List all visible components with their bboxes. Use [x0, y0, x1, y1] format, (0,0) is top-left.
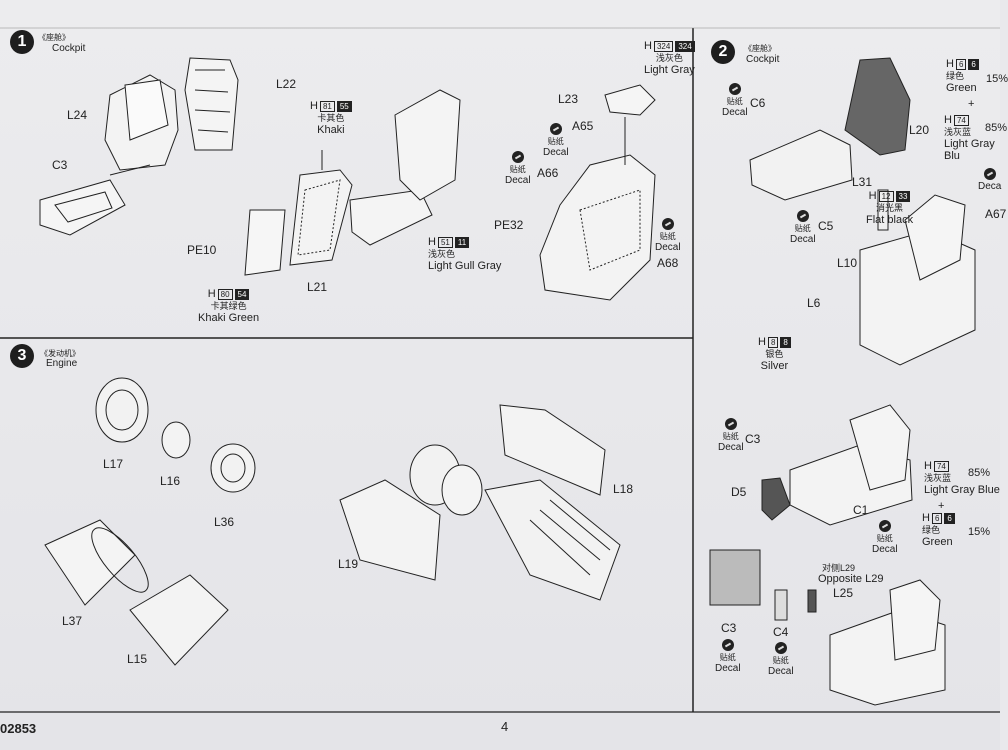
pct-lgb-2: 85%	[968, 467, 991, 479]
part-l18: L18	[613, 482, 634, 496]
part-l37: L37	[62, 614, 83, 628]
tub-c5	[749, 129, 853, 201]
part-pe10: PE10	[187, 243, 217, 257]
opposite-cn: 对侧L29	[822, 563, 856, 573]
part-l6: L6	[807, 296, 821, 310]
step-3-number: 3	[10, 344, 34, 368]
base-c3	[39, 179, 126, 236]
part-l31: L31	[852, 175, 873, 189]
decal-icon	[661, 218, 674, 230]
step-1-title: Cockpit	[52, 43, 86, 54]
seat-right	[539, 154, 656, 301]
decal-icon	[511, 151, 524, 163]
headrest-l23	[604, 84, 656, 116]
cushion-l21	[289, 169, 353, 266]
pct-green-2: 15%	[968, 526, 991, 538]
shell-l18	[499, 404, 606, 496]
part-pe32: PE32	[494, 218, 524, 232]
nozzle-l15	[129, 574, 229, 666]
part-l21: L21	[307, 280, 328, 294]
part-l23: L23	[558, 92, 579, 106]
step-1-cn: 《座舱》	[38, 33, 70, 42]
part-l24: L24	[67, 108, 88, 122]
part-a66: A66	[537, 166, 559, 180]
part-c3-b: C3	[745, 432, 761, 446]
part-d5	[761, 477, 791, 521]
step-2-title: Cockpit	[746, 54, 780, 65]
part-c1: C1	[853, 503, 869, 517]
fan-l17	[95, 377, 149, 443]
pct-lgb: 85%	[985, 122, 1008, 134]
decal-icon	[774, 642, 787, 654]
step-1-number: 1	[10, 30, 34, 54]
part-l10: L10	[837, 256, 858, 270]
step-2-cn: 《座舱》	[744, 44, 776, 53]
pe10	[244, 209, 286, 276]
step-3-cn: 《发动机》	[40, 349, 80, 358]
step-3-title: Engine	[46, 358, 78, 369]
part-l16: L16	[160, 474, 181, 488]
part-l36: L36	[214, 515, 235, 529]
tube-l37	[44, 519, 136, 606]
decal-icon	[728, 83, 741, 95]
part-l19: L19	[338, 557, 359, 571]
part-c6: C6	[750, 96, 766, 110]
part-c5: C5	[818, 219, 834, 233]
decal-a67: Deca	[978, 168, 1001, 192]
decal-icon	[983, 168, 996, 180]
product-code: 02853	[0, 721, 37, 736]
plus-1: +	[968, 98, 975, 110]
shell-l19	[339, 479, 441, 581]
part-a67: A67	[985, 207, 1007, 221]
decal-icon	[721, 639, 734, 651]
frame-l22	[184, 57, 239, 151]
part-a65: A65	[572, 119, 594, 133]
part-l25: L25	[833, 586, 854, 600]
part-c3-c: C3	[721, 621, 737, 635]
part-l17: L17	[103, 457, 124, 471]
part-a68: A68	[657, 256, 679, 270]
step-2-number: 2	[711, 40, 735, 64]
part-c3: C3	[52, 158, 68, 172]
cone-l16	[161, 421, 191, 459]
decal-icon	[878, 520, 891, 532]
part-d5: D5	[731, 485, 747, 499]
part-l20: L20	[909, 123, 930, 137]
seat-l-mid	[394, 89, 461, 201]
pct-green: 15%	[986, 73, 1008, 85]
opposite-en: Opposite L29	[818, 573, 884, 585]
decal-icon	[796, 210, 809, 222]
ring-l36	[210, 443, 256, 493]
part-l22: L22	[276, 77, 297, 91]
decal-icon	[724, 418, 737, 430]
panel-l20	[844, 57, 911, 156]
decal-icon	[549, 123, 562, 135]
page-number: 4	[501, 719, 509, 734]
plus-2: +	[938, 500, 945, 512]
part-c4: C4	[773, 625, 789, 639]
part-l15: L15	[127, 652, 148, 666]
